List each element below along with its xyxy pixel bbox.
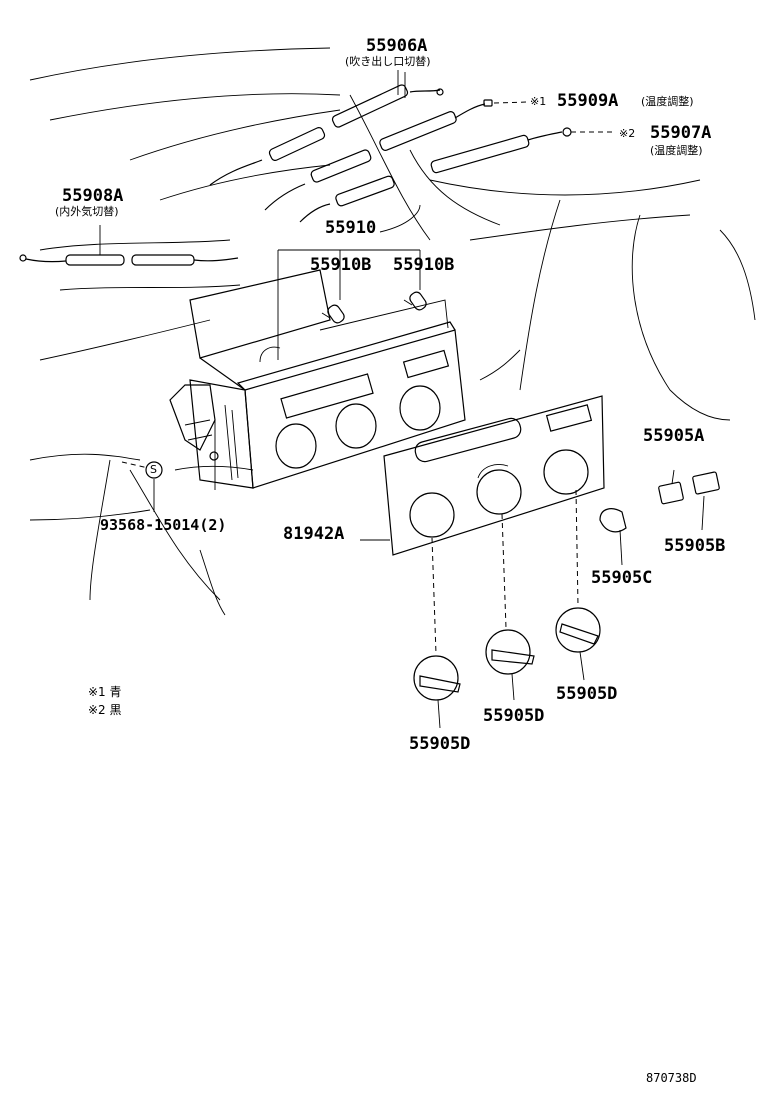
label-55905d-mid: 55905D	[483, 706, 545, 726]
knob-55905d-mid	[485, 513, 535, 701]
mark-55907a: ※2	[619, 127, 636, 140]
cable-55908a	[19, 225, 239, 266]
leaders-upper	[277, 70, 421, 360]
desc-55906a: (吹き出し口切替)	[345, 55, 431, 68]
note-2: ※2 黒	[88, 702, 122, 718]
note-2-mark: ※2	[88, 703, 106, 717]
note-1-mark: ※1	[88, 685, 106, 699]
cable-55909a	[264, 99, 529, 211]
heater-control-unit	[169, 269, 466, 490]
knob-55905c	[599, 508, 627, 566]
label-55908a: 55908A	[62, 186, 124, 206]
knob-55905d-left	[413, 537, 461, 729]
desc-55907a: (温度調整)	[650, 144, 703, 157]
label-55910b-right: 55910B	[393, 255, 455, 275]
label-55905c: 55905C	[591, 568, 653, 588]
label-55905d-left: 55905D	[409, 734, 471, 754]
label-55905a: 55905A	[643, 426, 705, 446]
diagram-code: 870738D	[646, 1071, 697, 1085]
note-1-text: 青	[109, 685, 122, 699]
bulb-55910b-left	[321, 304, 345, 324]
faceplate-81942a	[360, 395, 605, 556]
note-1: ※1 青	[88, 684, 122, 700]
label-55905d-right: 55905D	[556, 684, 618, 704]
screw-marker	[121, 461, 163, 512]
screw-symbol: S	[150, 463, 157, 476]
desc-55908a: (内外気切替)	[55, 205, 119, 218]
label-93568-15014: 93568-15014(2)	[100, 516, 227, 534]
button-55905a	[658, 469, 684, 505]
label-81942a: 81942A	[283, 524, 345, 544]
label-55906a: 55906A	[366, 36, 428, 56]
label-55910: 55910	[325, 218, 377, 238]
label-55905b: 55905B	[664, 536, 726, 556]
label-55910b-left: 55910B	[310, 255, 372, 275]
cable-55906a	[209, 84, 444, 186]
desc-55909a: (温度調整)	[641, 95, 694, 108]
note-2-text: 黒	[109, 703, 122, 717]
label-55907a: 55907A	[650, 123, 712, 143]
cable-55907a	[299, 127, 612, 223]
mark-55909a: ※1	[530, 95, 547, 108]
bulb-55910b-right	[403, 291, 427, 311]
label-55909a: 55909A	[557, 91, 619, 111]
button-55905b	[692, 471, 720, 531]
dashboard-contours	[29, 47, 756, 616]
knob-55905d-right	[555, 489, 601, 681]
